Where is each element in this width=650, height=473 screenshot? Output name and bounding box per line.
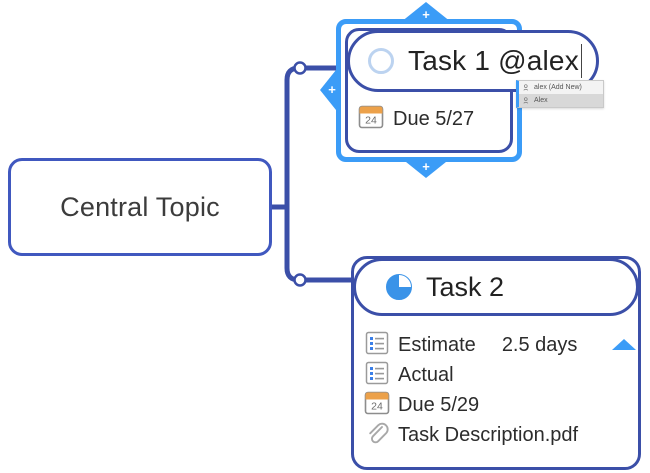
mention-item-alex[interactable]: Alex bbox=[519, 94, 603, 107]
triangle-up-icon[interactable] bbox=[612, 339, 636, 350]
task2-title-text[interactable]: Task 2 bbox=[426, 271, 505, 302]
mention-autocomplete-dropdown[interactable]: alex (Add New) Alex bbox=[516, 80, 604, 108]
list-icon[interactable] bbox=[364, 330, 390, 361]
property-row-due[interactable]: 24 Due 5/29 bbox=[364, 390, 632, 420]
person-add-icon bbox=[523, 84, 529, 91]
property-row-estimate[interactable]: Estimate 2.5 days bbox=[364, 330, 632, 360]
svg-text:24: 24 bbox=[365, 115, 377, 127]
task2-properties: Estimate 2.5 days Actual bbox=[364, 330, 632, 450]
calendar-icon[interactable]: 24 bbox=[364, 390, 390, 421]
plus-icon: + bbox=[328, 82, 336, 97]
property-label: Actual bbox=[398, 363, 454, 386]
pie-chart-icon[interactable] bbox=[386, 274, 412, 300]
plus-icon: + bbox=[422, 158, 430, 174]
property-row-attachment[interactable]: Task Description.pdf bbox=[364, 420, 632, 450]
mention-item-add-new[interactable]: alex (Add New) bbox=[519, 81, 603, 94]
property-label: Task Description.pdf bbox=[398, 423, 579, 446]
paperclip-icon[interactable] bbox=[364, 420, 390, 451]
mention-item-label: alex (Add New) bbox=[534, 84, 582, 91]
task1-properties: 24 Due 5/27 bbox=[358, 104, 474, 135]
task2-title-capsule[interactable]: Task 2 bbox=[353, 258, 639, 316]
task1-title-text[interactable]: Task 1 @alex bbox=[408, 45, 579, 76]
task1-due-label: Due 5/27 bbox=[393, 108, 475, 130]
add-parent-left-handle[interactable]: + bbox=[320, 68, 340, 112]
person-icon bbox=[523, 97, 529, 104]
add-sibling-above-handle[interactable]: + bbox=[404, 2, 448, 22]
plus-icon: + bbox=[422, 6, 430, 22]
property-label: Estimate bbox=[398, 333, 476, 356]
progress-ring-empty-icon[interactable] bbox=[368, 48, 394, 74]
calendar-icon[interactable]: 24 bbox=[358, 104, 384, 135]
property-label: Due 5/29 bbox=[398, 393, 480, 416]
central-topic-label: Central Topic bbox=[60, 191, 220, 222]
add-sibling-below-handle[interactable]: + bbox=[404, 158, 448, 178]
mention-item-label: Alex bbox=[534, 97, 548, 104]
property-row-actual[interactable]: Actual bbox=[364, 360, 632, 390]
list-icon[interactable] bbox=[364, 360, 390, 391]
property-value: 2.5 days bbox=[501, 333, 578, 356]
text-caret bbox=[580, 44, 583, 78]
svg-text:24: 24 bbox=[371, 400, 383, 412]
central-topic-node[interactable]: Central Topic bbox=[8, 158, 272, 256]
